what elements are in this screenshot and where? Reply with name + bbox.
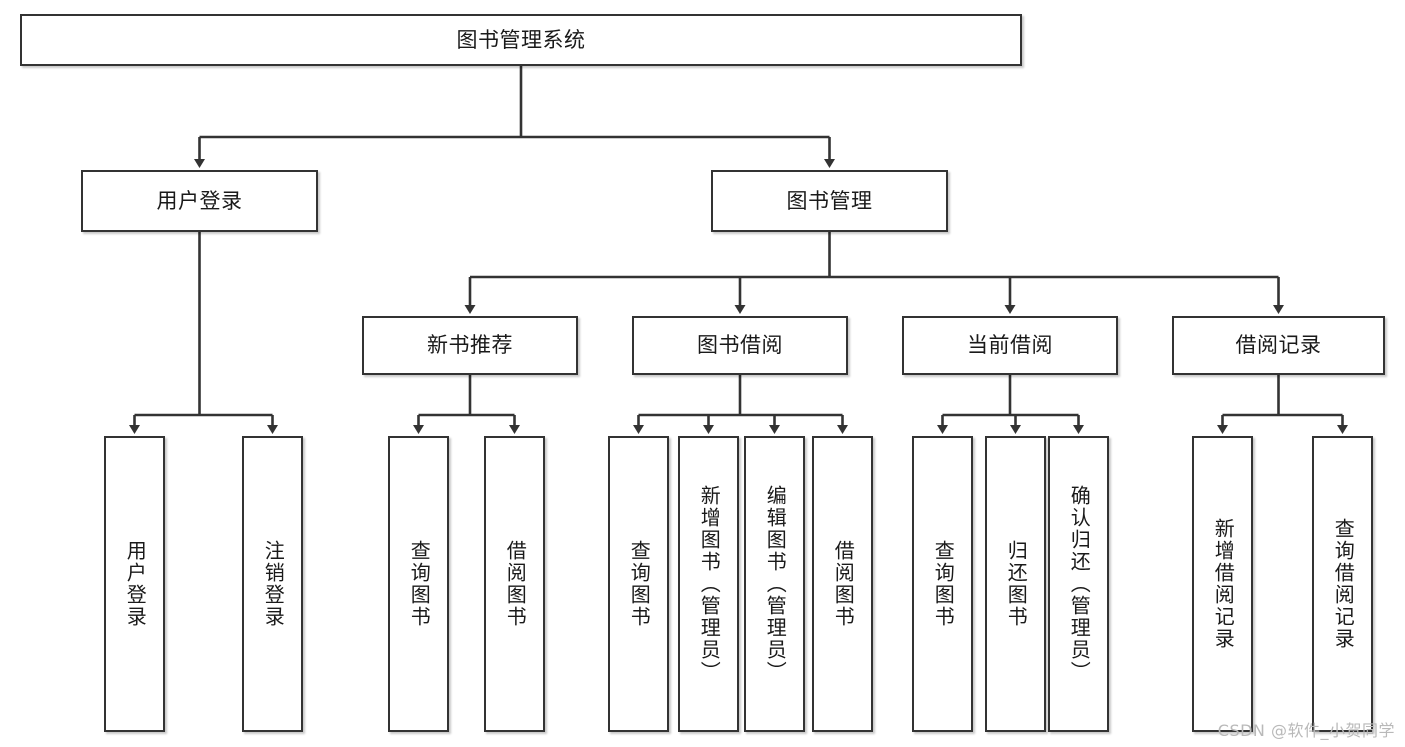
node-r-query[interactable]: 查询借阅记录 xyxy=(1312,436,1373,732)
node-label-c-confirm: 确认归还（管理员） xyxy=(1067,485,1092,683)
node-borrow[interactable]: 图书借阅 xyxy=(632,316,848,375)
node-label-borrow: 图书借阅 xyxy=(697,333,783,358)
node-label-b-add: 新增图书（管理员） xyxy=(697,485,722,683)
node-label-login: 用户登录 xyxy=(156,188,243,213)
node-l-logout[interactable]: 注销登录 xyxy=(242,436,303,732)
node-r-add[interactable]: 新增借阅记录 xyxy=(1192,436,1253,732)
node-bookmgmt[interactable]: 图书管理 xyxy=(711,170,948,232)
node-label-l-logout: 注销登录 xyxy=(261,540,286,628)
node-c-return[interactable]: 归还图书 xyxy=(985,436,1046,732)
node-label-b-loan: 借阅图书 xyxy=(831,540,856,628)
node-login[interactable]: 用户登录 xyxy=(81,170,318,232)
node-label-c-return: 归还图书 xyxy=(1004,540,1029,628)
node-label-b-edit: 编辑图书（管理员） xyxy=(763,485,788,683)
node-n-query[interactable]: 查询图书 xyxy=(388,436,449,732)
node-records[interactable]: 借阅记录 xyxy=(1172,316,1385,375)
node-label-r-add: 新增借阅记录 xyxy=(1211,518,1236,650)
node-b-edit[interactable]: 编辑图书（管理员） xyxy=(744,436,805,732)
node-newbook[interactable]: 新书推荐 xyxy=(362,316,578,375)
node-label-newbook: 新书推荐 xyxy=(427,333,513,358)
node-label-root: 图书管理系统 xyxy=(456,27,586,52)
node-label-r-query: 查询借阅记录 xyxy=(1331,518,1356,650)
node-label-b-query: 查询图书 xyxy=(627,540,652,628)
node-label-current: 当前借阅 xyxy=(967,333,1053,358)
node-n-borrow[interactable]: 借阅图书 xyxy=(484,436,545,732)
node-label-l-login: 用户登录 xyxy=(123,540,148,628)
node-b-loan[interactable]: 借阅图书 xyxy=(812,436,873,732)
node-label-c-query: 查询图书 xyxy=(931,540,956,628)
node-c-confirm[interactable]: 确认归还（管理员） xyxy=(1048,436,1109,732)
node-current[interactable]: 当前借阅 xyxy=(902,316,1118,375)
node-label-n-borrow: 借阅图书 xyxy=(503,540,528,628)
node-l-login[interactable]: 用户登录 xyxy=(104,436,165,732)
node-root[interactable]: 图书管理系统 xyxy=(20,14,1022,66)
node-label-bookmgmt: 图书管理 xyxy=(786,188,873,213)
node-label-records: 借阅记录 xyxy=(1235,333,1322,358)
node-b-query[interactable]: 查询图书 xyxy=(608,436,669,732)
node-b-add[interactable]: 新增图书（管理员） xyxy=(678,436,739,732)
node-c-query[interactable]: 查询图书 xyxy=(912,436,973,732)
node-label-n-query: 查询图书 xyxy=(407,540,432,628)
